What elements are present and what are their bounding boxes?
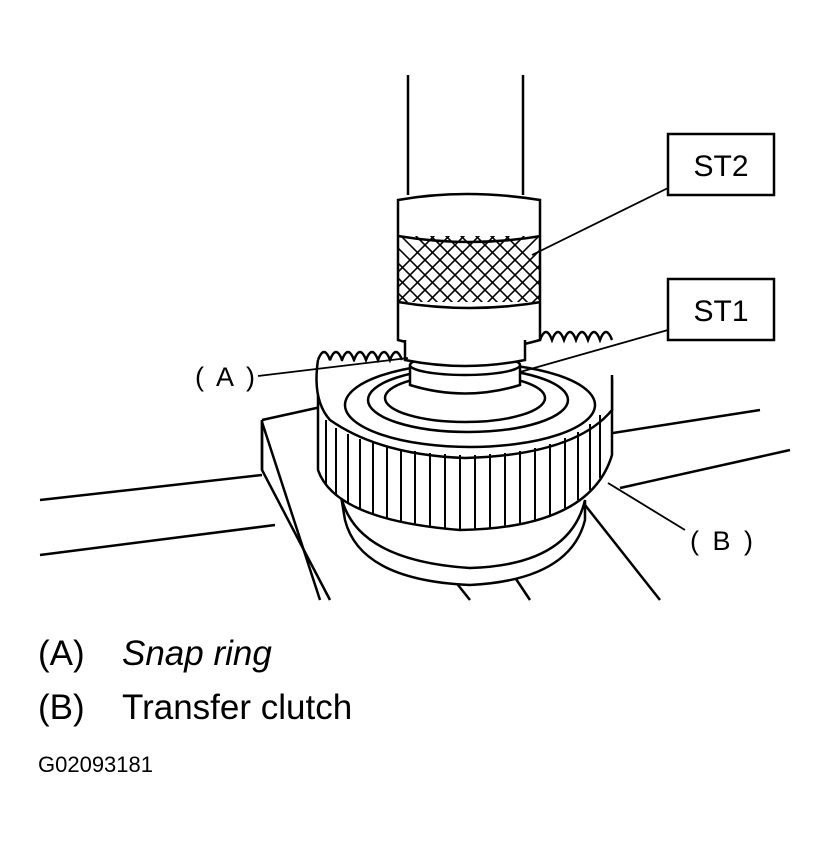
legend-code: (B) [38, 688, 85, 727]
legend-code: (A) [38, 634, 85, 673]
figure-id: G02093181 [38, 752, 153, 777]
leader-lines [257, 187, 686, 531]
callout-a-label: ( A ) [195, 362, 258, 392]
legend-description: Transfer clutch [122, 688, 353, 727]
st2-callout-label: ST2 [693, 150, 748, 183]
st1-callout-label: ST1 [693, 295, 748, 328]
legend-item-a: (A) Snap ring [38, 634, 272, 674]
st1-callout-box [666, 277, 776, 342]
st2-callout-box [666, 132, 776, 197]
st2-tool [396, 75, 542, 368]
legend-item-b: (B) Transfer clutch [38, 688, 352, 728]
workbench [39, 403, 791, 601]
callout-b-label: ( B ) [690, 526, 756, 556]
legend-description: Snap ring [122, 634, 272, 673]
